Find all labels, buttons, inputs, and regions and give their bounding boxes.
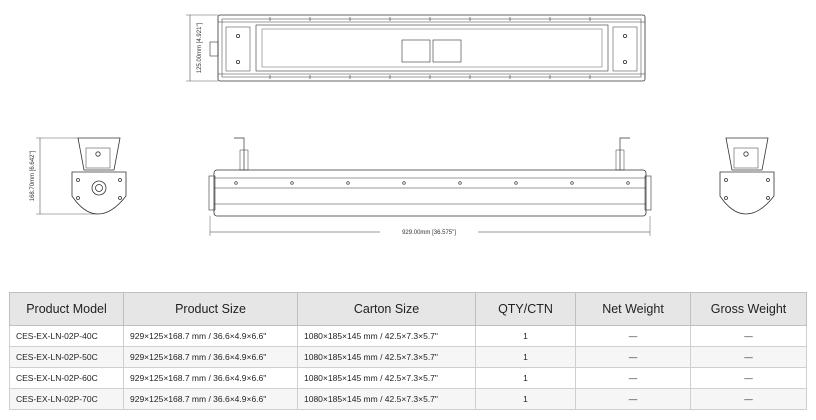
table-row: CES-EX-LN-02P-70C 929×125×168.7 mm / 36.… [9,388,807,410]
cell-carton-size: 1080×185×145 mm / 42.5×7.3×5.7" [297,346,476,368]
technical-drawings: 125.00mm [4.921"] 168.70mm [6.642"] [30,14,775,236]
cell-product-model: CES-EX-LN-02P-60C [9,367,124,389]
header-product-size: Product Size [123,292,298,326]
cell-net-weight: — [575,367,691,389]
cell-net-weight: — [575,325,691,347]
header-net-weight: Net Weight [575,292,691,326]
cell-gross-weight: — [690,325,807,347]
cell-product-size: 929×125×168.7 mm / 36.6×4.9×6.6" [123,367,298,389]
header-product-model: Product Model [9,292,124,326]
cell-product-model: CES-EX-LN-02P-50C [9,346,124,368]
cell-product-model: CES-EX-LN-02P-40C [9,325,124,347]
top-view-drawing [186,14,646,82]
table-row: CES-EX-LN-02P-60C 929×125×168.7 mm / 36.… [9,367,807,389]
cell-carton-size: 1080×185×145 mm / 42.5×7.3×5.7" [297,325,476,347]
cell-carton-size: 1080×185×145 mm / 42.5×7.3×5.7" [297,388,476,410]
product-spec-table: Product Model Product Size Carton Size Q… [9,292,807,410]
cell-qty-ctn: 1 [475,346,576,368]
cell-product-size: 929×125×168.7 mm / 36.6×4.9×6.6" [123,346,298,368]
cell-net-weight: — [575,388,691,410]
cell-net-weight: — [575,346,691,368]
cell-product-size: 929×125×168.7 mm / 36.6×4.9×6.6" [123,388,298,410]
cell-gross-weight: — [690,367,807,389]
header-gross-weight: Gross Weight [690,292,807,326]
right-end-view-drawing [719,137,775,215]
cell-gross-weight: — [690,388,807,410]
cell-qty-ctn: 1 [475,367,576,389]
side-view-dimension-label: 168.70mm [6.642"] [30,150,36,201]
cell-carton-size: 1080×185×145 mm / 42.5×7.3×5.7" [297,367,476,389]
table-header-row: Product Model Product Size Carton Size Q… [9,292,807,326]
top-view-dimension-label: 125.00mm [4.921"] [197,22,203,73]
cell-qty-ctn: 1 [475,388,576,410]
table-row: CES-EX-LN-02P-50C 929×125×168.7 mm / 36.… [9,346,807,368]
header-carton-size: Carton Size [297,292,476,326]
length-dimension-label: 929.00mm [36.575"] [402,230,456,236]
table-row: CES-EX-LN-02P-40C 929×125×168.7 mm / 36.… [9,325,807,347]
header-qty-ctn: QTY/CTN [475,292,576,326]
cell-product-model: CES-EX-LN-02P-70C [9,388,124,410]
cell-product-size: 929×125×168.7 mm / 36.6×4.9×6.6" [123,325,298,347]
cell-qty-ctn: 1 [475,325,576,347]
left-end-view-drawing [36,137,127,215]
cell-gross-weight: — [690,346,807,368]
front-view-drawing [208,137,652,236]
